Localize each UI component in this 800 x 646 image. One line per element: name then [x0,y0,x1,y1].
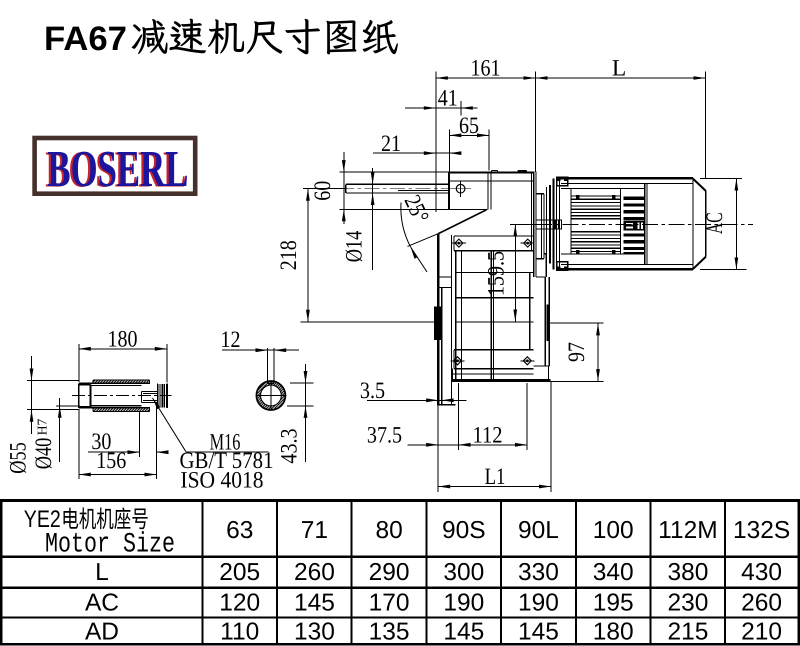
svg-text:60: 60 [310,181,336,201]
svg-text:65: 65 [459,113,479,139]
svg-text:3.5: 3.5 [360,378,385,404]
svg-text:37.5: 37.5 [367,422,402,448]
svg-text:170: 170 [369,590,410,617]
svg-text:130: 130 [294,619,335,646]
svg-text:BOSERL: BOSERL [45,142,186,199]
svg-text:340: 340 [593,559,634,586]
svg-text:YE2: YE2 [24,506,61,533]
svg-text:Motor Size: Motor Size [45,530,175,561]
svg-text:190: 190 [518,590,559,617]
svg-text:BOSERL: BOSERL [47,141,188,198]
svg-text:GB/T 5781: GB/T 5781 [180,448,274,474]
svg-text:290: 290 [369,559,410,586]
svg-text:180: 180 [593,619,634,646]
svg-text:260: 260 [741,590,782,617]
svg-text:L: L [95,559,109,586]
svg-text:215: 215 [667,619,708,646]
svg-text:H7: H7 [35,419,50,436]
svg-text:430: 430 [741,559,782,586]
svg-text:132S: 132S [733,517,790,544]
svg-text:218: 218 [276,240,302,270]
svg-text:71: 71 [301,517,328,544]
svg-text:21: 21 [381,131,401,157]
svg-text:90L: 90L [518,517,559,544]
svg-text:90S: 90S [442,517,486,544]
svg-text:230: 230 [667,590,708,617]
svg-text:Ø40: Ø40 [31,438,57,470]
svg-text:195: 195 [593,590,634,617]
svg-text:159.5: 159.5 [484,251,510,296]
svg-text:41: 41 [438,86,458,112]
svg-text:ISO 4018: ISO 4018 [180,468,263,494]
svg-text:330: 330 [518,559,559,586]
svg-text:120: 120 [219,590,260,617]
svg-text:L: L [612,56,626,82]
svg-text:AC: AC [702,212,728,234]
svg-text:210: 210 [741,619,782,646]
svg-text:63: 63 [226,517,253,544]
svg-text:112M: 112M [658,517,717,544]
svg-text:30: 30 [91,429,111,455]
svg-text:100: 100 [593,517,634,544]
svg-text:L1: L1 [485,464,506,490]
svg-text:FA67: FA67 [44,20,127,58]
svg-text:145: 145 [294,590,335,617]
svg-text:205: 205 [219,559,260,586]
svg-text:43.3: 43.3 [276,428,302,463]
svg-text:190: 190 [443,590,484,617]
svg-text:112: 112 [473,422,503,448]
svg-text:156: 156 [96,448,126,474]
svg-text:145: 145 [518,619,559,646]
svg-text:161: 161 [471,56,501,82]
svg-text:97: 97 [564,342,590,362]
svg-text:AD: AD [85,619,119,646]
svg-text:145: 145 [443,619,484,646]
svg-text:12: 12 [221,327,241,353]
svg-text:M16: M16 [210,430,241,456]
svg-text:Ø14: Ø14 [342,231,368,263]
svg-text:80: 80 [375,517,402,544]
svg-text:180: 180 [108,326,138,352]
svg-text:110: 110 [220,619,259,646]
svg-text:AC: AC [85,590,119,617]
svg-text:135: 135 [369,619,410,646]
svg-text:260: 260 [294,559,335,586]
svg-text:Ø55: Ø55 [6,442,32,474]
svg-text:380: 380 [667,559,708,586]
svg-text:300: 300 [443,559,484,586]
